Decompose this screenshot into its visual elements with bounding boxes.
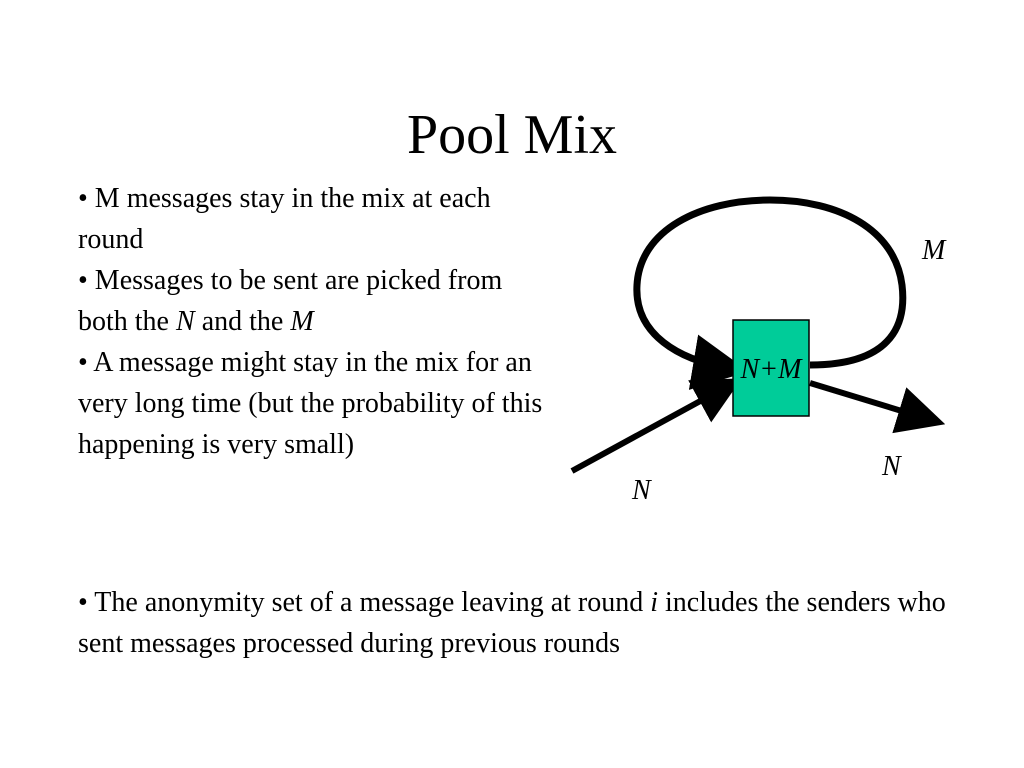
input-arrow [570, 378, 742, 474]
slide-title: Pool Mix [406, 104, 618, 166]
bottom-bullet-text-end: includes the senders who sent messages p… [78, 587, 946, 659]
bullet-2-italic-m: M [290, 306, 314, 337]
bottom-bullet-text: • The anonymity set of a message leaving… [78, 587, 651, 618]
bullet-item-3: • A message might stay in the mix for an… [78, 342, 558, 465]
bullet-2-italic-n: N [176, 306, 195, 337]
bullet-3-text: • A message might stay in the mix for an… [78, 347, 543, 460]
bullet-item-1: • M messages stay in the mix at each rou… [78, 178, 558, 260]
pool-mix-diagram: N+M M N N [570, 196, 947, 506]
input-label: N [631, 475, 652, 506]
mix-box [732, 319, 810, 417]
bullet-2-text-mid: and the [194, 306, 291, 337]
bullet-item-2: • Messages to be sent are picked from bo… [78, 260, 558, 342]
bullet-1-text: • M messages stay in the mix at each rou… [78, 183, 491, 255]
output-arrow [809, 380, 946, 434]
bottom-bullet: • The anonymity set of a message leaving… [78, 582, 978, 664]
mix-box-label: N+M [740, 354, 804, 385]
bullet-list: • M messages stay in the mix at each rou… [78, 178, 558, 465]
loop-arrow [633, 196, 907, 390]
output-label: N [881, 451, 902, 482]
bottom-bullet-italic-i: i [650, 587, 659, 618]
bullet-2-text: • Messages to be sent are picked from bo… [78, 265, 503, 337]
loop-label: M [921, 235, 947, 266]
